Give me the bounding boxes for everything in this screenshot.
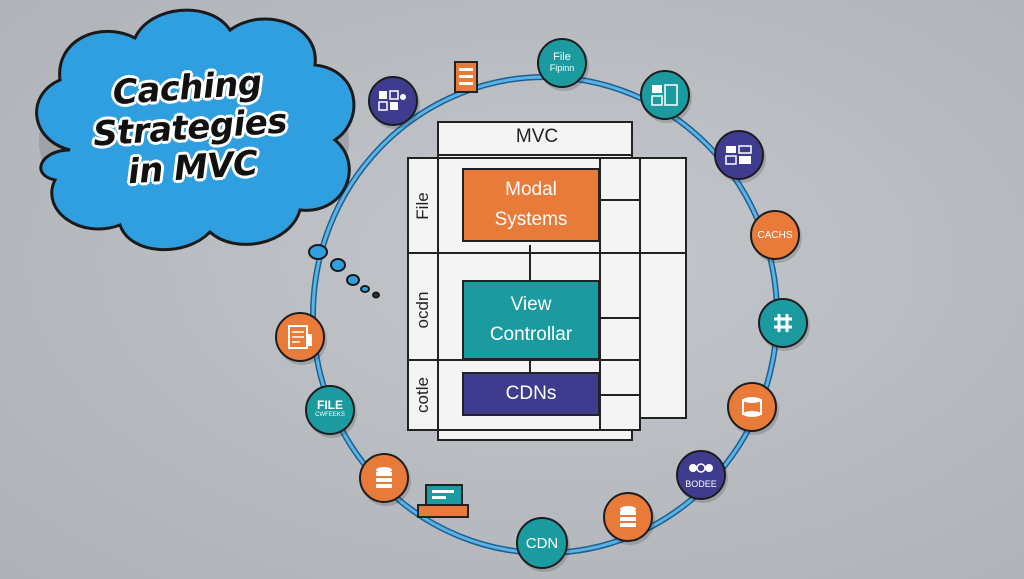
- thought-dots: [308, 244, 380, 299]
- side-label-cotle: cotle: [413, 377, 432, 413]
- calculator-node: [275, 312, 325, 362]
- block-line: View: [510, 294, 552, 315]
- spool-icon: [742, 397, 762, 417]
- model-systems-block: Modal Systems: [462, 168, 600, 242]
- tools-icon: [725, 145, 752, 165]
- block-line: CDNs: [505, 383, 557, 404]
- hashtag-icon: [774, 314, 792, 332]
- settings-node: [368, 76, 418, 126]
- database-icon: [620, 506, 636, 527]
- bodee-node-label: BODEE: [685, 478, 717, 489]
- block-line: Controllar: [489, 324, 573, 345]
- block-line: Modal: [505, 179, 557, 200]
- file-node: File Fipinn: [537, 38, 587, 88]
- view-controller-block: View Controllar: [462, 280, 600, 360]
- page-title: Caching Strategies in MVC: [66, 60, 314, 196]
- side-label-ocdn: ocdn: [413, 291, 432, 329]
- file-caches-sub: CWFEEKS: [315, 412, 345, 418]
- title-cloud-body: [35, 8, 356, 252]
- file-node-sub: Fipinn: [549, 63, 575, 73]
- cdns-block: CDNs: [462, 372, 600, 416]
- caches-node-label: CACHS: [757, 229, 793, 241]
- file-caches-node: FILE CWFEEKS: [305, 385, 355, 435]
- database-tools-node: [714, 130, 764, 180]
- document-icon: [651, 84, 678, 106]
- storage-node: [727, 382, 777, 432]
- document-node: [640, 70, 690, 120]
- laptop-card-icon: [417, 484, 469, 518]
- server-card-icon: [454, 61, 478, 93]
- bodee-node: BODEE: [676, 450, 726, 500]
- gear-grid-icon: [378, 90, 406, 111]
- caches-node: CACHS: [750, 210, 800, 260]
- file-caches-label: FILE: [316, 398, 343, 412]
- panel-header: MVC: [515, 126, 559, 147]
- spreadsheet-icon: [288, 325, 312, 349]
- block-line: Systems: [494, 209, 568, 230]
- hashtag-node: [758, 298, 808, 348]
- side-label-file: File: [413, 192, 432, 220]
- cdn-node: CDN: [516, 517, 568, 569]
- database-node: [359, 453, 409, 503]
- database-icon: [376, 467, 392, 488]
- network-icon: [688, 462, 713, 473]
- disk-stack-node: [603, 492, 653, 542]
- file-node-label: File: [553, 51, 571, 63]
- cdn-node-label: CDN: [525, 534, 559, 552]
